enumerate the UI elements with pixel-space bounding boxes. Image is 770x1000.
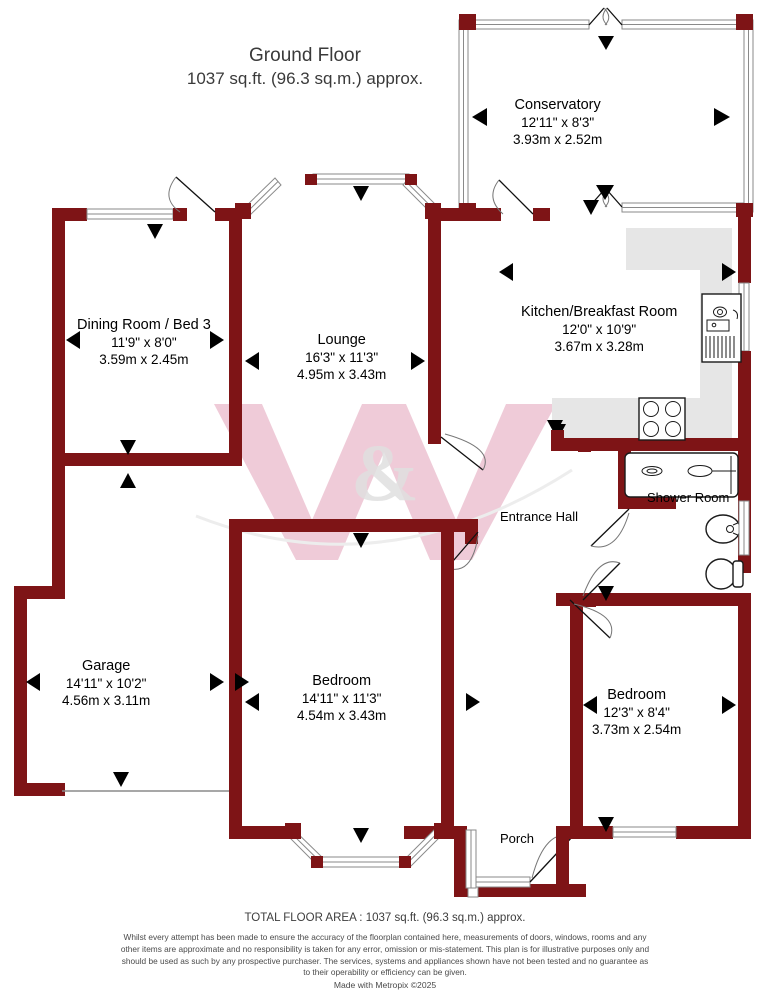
watermark-ww: & bbox=[195, 404, 573, 560]
direction-arrow bbox=[411, 352, 425, 370]
direction-arrow bbox=[353, 186, 369, 201]
direction-arrow bbox=[210, 331, 224, 349]
direction-arrow bbox=[245, 693, 259, 711]
lounge-kitchen-walls bbox=[245, 179, 599, 548]
house-walls bbox=[14, 176, 242, 796]
direction-arrow bbox=[714, 108, 730, 126]
room-garage-arrows bbox=[26, 673, 224, 787]
direction-arrow bbox=[353, 533, 369, 548]
hall-small-walls bbox=[454, 430, 591, 532]
direction-arrow bbox=[113, 772, 129, 787]
direction-arrow bbox=[66, 331, 80, 349]
footer: TOTAL FLOOR AREA : 1037 sq.ft. (96.3 sq.… bbox=[0, 912, 770, 990]
direction-arrow bbox=[598, 36, 614, 50]
direction-arrow bbox=[598, 817, 614, 832]
direction-arrow bbox=[235, 673, 249, 691]
disclaimer-text: Whilst every attempt has been made to en… bbox=[120, 932, 650, 978]
direction-arrow bbox=[120, 473, 136, 488]
direction-arrow bbox=[583, 696, 597, 714]
direction-arrow bbox=[353, 828, 369, 843]
svg-text:&: & bbox=[351, 427, 419, 518]
room-bedroom-main bbox=[229, 519, 480, 868]
direction-arrow bbox=[147, 224, 163, 239]
direction-arrow bbox=[472, 108, 487, 126]
direction-arrow bbox=[210, 673, 224, 691]
direction-arrow bbox=[499, 263, 513, 281]
made-with-credit: Made with Metropix ©2025 bbox=[333, 980, 437, 991]
direction-arrow bbox=[722, 263, 736, 281]
direction-arrow bbox=[466, 693, 480, 711]
direction-arrow bbox=[583, 200, 599, 215]
direction-arrow bbox=[245, 352, 259, 370]
direction-arrow bbox=[596, 185, 614, 200]
room-conservatory bbox=[458, 7, 754, 217]
total-floor-area: TOTAL FLOOR AREA : 1037 sq.ft. (96.3 sq.… bbox=[244, 912, 526, 924]
lounge-bay-window bbox=[229, 173, 442, 221]
direction-arrow bbox=[598, 586, 614, 601]
room-bedroom-second bbox=[556, 561, 751, 896]
direction-arrow bbox=[722, 696, 736, 714]
direction-arrow bbox=[120, 440, 136, 455]
room-kitchen bbox=[499, 208, 751, 452]
room-shower bbox=[590, 445, 751, 590]
hob-icon bbox=[638, 397, 686, 441]
direction-arrow bbox=[26, 673, 40, 691]
